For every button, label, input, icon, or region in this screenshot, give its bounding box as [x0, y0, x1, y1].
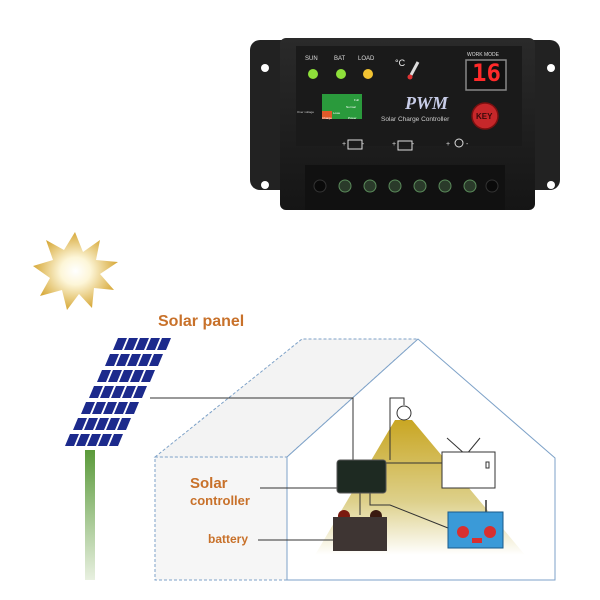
solar-cell [87, 434, 101, 446]
solar-cell [122, 386, 136, 398]
diagram-battery [333, 517, 387, 551]
battery-icon [397, 140, 413, 151]
solar-cell [119, 370, 133, 382]
solar-cell [105, 354, 119, 366]
sun-icon [33, 232, 118, 310]
display-value: 16 [472, 59, 501, 87]
solar-cell [125, 402, 139, 414]
radio-icon [447, 500, 504, 549]
solar-cell [106, 418, 120, 430]
solar-cell [97, 370, 111, 382]
solar-panel-label: Solar panel [158, 313, 245, 330]
bat-label: BAT [334, 56, 346, 62]
diagram-controller [336, 459, 387, 494]
terminals [313, 179, 499, 193]
terminal-screw [363, 179, 377, 193]
key-button[interactable] [471, 102, 499, 130]
solar-cell [103, 402, 117, 414]
solar-cell [111, 386, 125, 398]
solar-cell [138, 354, 152, 366]
terminal-screw [463, 179, 477, 193]
terminal-screw [313, 179, 327, 193]
tv-icon [441, 437, 496, 489]
solar-cell [92, 402, 106, 414]
bulb-icon [454, 138, 464, 148]
solar-cell [84, 418, 98, 430]
load-label: LOAD [358, 56, 375, 62]
mount-hole [547, 181, 555, 189]
solar-cell [127, 354, 141, 366]
low-battery-segment [322, 111, 332, 119]
charge-controller-device [250, 38, 560, 210]
battery-label: battery [208, 532, 249, 546]
seven-segment-display [465, 59, 507, 91]
solar-cell [116, 354, 130, 366]
solar-cell [100, 386, 114, 398]
solar-cell [135, 338, 149, 350]
solar-cell [117, 418, 131, 430]
solar-cell [73, 418, 87, 430]
solar-cell [65, 434, 79, 446]
normal-label: Normal [346, 105, 356, 109]
lowe-label: Lowe [333, 111, 341, 115]
panel-pole [85, 450, 95, 580]
key-label[interactable]: KEY [476, 112, 493, 121]
mount-hole [261, 64, 269, 72]
solar-cell [76, 434, 90, 446]
terminal-screw [438, 179, 452, 193]
solar-controller-label-line1: Solar [190, 475, 228, 492]
thermometer-bulb [407, 74, 413, 80]
wiring [150, 397, 449, 541]
full-label: Full [354, 98, 359, 102]
solar-cell [149, 354, 163, 366]
thermometer-icon [409, 61, 420, 76]
sun-led [308, 69, 318, 79]
solar-cell [146, 338, 160, 350]
solar-cell [108, 370, 122, 382]
light-bulb-icon [396, 405, 412, 421]
brand-pwm: PWM [405, 93, 449, 113]
charge-label: Charge [322, 116, 332, 120]
mount-hole [261, 181, 269, 189]
terminal-screw [485, 179, 499, 193]
solar-cell [157, 338, 171, 350]
solar-cell [89, 386, 103, 398]
solar-panel-icon [347, 139, 363, 150]
solar-cell [130, 370, 144, 382]
bat-led [336, 69, 346, 79]
solar-controller-label-line2: controller [190, 493, 250, 508]
power-label: Power [348, 116, 357, 120]
solar-panel [65, 338, 171, 446]
temperature-unit: °C [395, 58, 406, 68]
solar-cell [124, 338, 138, 350]
sun-label: SUN [305, 56, 318, 62]
work-mode-label: WORK MODE [467, 52, 499, 58]
solar-cell [133, 386, 147, 398]
load-led [363, 69, 373, 79]
load-terminal-polarity: + - [446, 141, 469, 148]
solar-cell [109, 434, 123, 446]
solar-cell [81, 402, 95, 414]
terminal-screw [413, 179, 427, 193]
solar-cell [114, 402, 128, 414]
over-voltage-label: Over voltage [297, 110, 315, 114]
solar-cell [95, 418, 109, 430]
subtitle: Solar Charge Controller [381, 116, 450, 123]
solar-cell [98, 434, 112, 446]
solar-cell [113, 338, 127, 350]
terminal-screw [388, 179, 402, 193]
battery-terminal-polarity: + - [392, 141, 415, 148]
mount-hole [547, 64, 555, 72]
solar-cell [141, 370, 155, 382]
solar-terminal-polarity: + - [342, 141, 365, 148]
terminal-screw [338, 179, 352, 193]
